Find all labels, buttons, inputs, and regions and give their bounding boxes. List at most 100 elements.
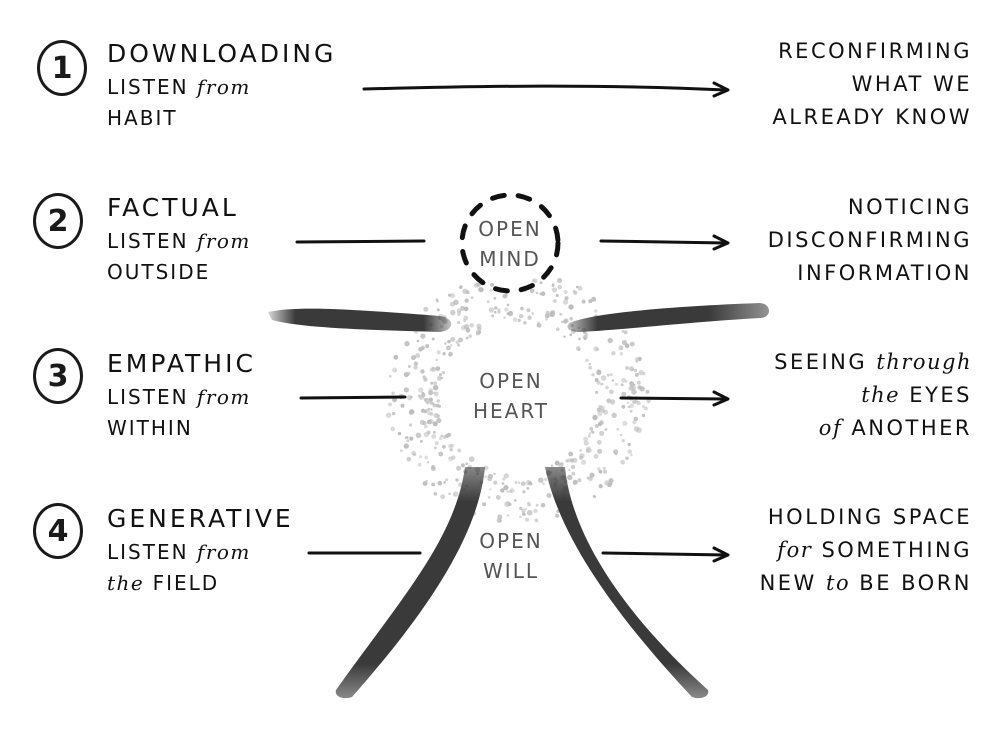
aura-dot: [443, 435, 447, 439]
aura-dot: [544, 313, 550, 319]
aura-dot: [423, 397, 427, 402]
aura-dot: [599, 430, 605, 436]
from-text: from: [196, 385, 251, 409]
aura-dot: [488, 307, 495, 313]
aura-dot: [456, 320, 461, 325]
outcome-line: RECONFIRMING: [778, 39, 972, 63]
level-title: FACTUAL: [107, 193, 239, 222]
aura-dot: [433, 391, 436, 395]
listen-line: LISTEN from: [107, 537, 294, 568]
field-text: FIELD: [152, 571, 220, 595]
aura-dot: [564, 296, 569, 301]
aura-dot: [435, 298, 439, 302]
aura-dot: [392, 367, 398, 373]
aura-dot: [572, 457, 578, 463]
aura-dot: [588, 476, 593, 482]
aura-dot: [572, 479, 578, 485]
aura-dot: [554, 460, 560, 466]
aura-dot: [577, 285, 583, 291]
label-line: HEART: [472, 399, 549, 423]
aura-dot: [587, 434, 591, 438]
aura-dot: [403, 443, 409, 449]
aura-dot: [631, 385, 636, 391]
listen-text: LISTEN: [107, 75, 189, 99]
aura-dot: [438, 451, 444, 457]
aura-dot: [555, 294, 559, 297]
aura-dot: [632, 420, 637, 425]
level-4-left: GENERATIVE LISTEN from the FIELD: [107, 501, 294, 599]
aura-dot: [431, 482, 436, 487]
aura-dot: [420, 333, 426, 339]
aura-dot: [593, 346, 599, 352]
caps-text: HOLDING SPACE: [767, 505, 972, 529]
aura-dot: [487, 476, 493, 482]
aura-dot: [609, 399, 616, 405]
aura-dot: [550, 464, 554, 467]
aura-dot: [423, 377, 428, 382]
aura-dot: [626, 401, 630, 405]
outcome-line: HOLDING SPACE: [760, 501, 972, 534]
from-text: from: [196, 75, 251, 99]
aura-dot: [406, 456, 412, 462]
aura-dot: [407, 365, 411, 368]
aura-dot: [542, 482, 545, 486]
level-number-2: 2: [33, 193, 83, 249]
level-2-outcome: NOTICING DISCONFIRMING INFORMATION: [768, 191, 972, 290]
aura-dot: [639, 386, 645, 392]
aura-dot: [432, 384, 439, 391]
aura-dot: [460, 325, 466, 331]
aura-dot: [583, 436, 589, 442]
aura-dot: [434, 441, 439, 445]
aura-dot: [489, 488, 492, 491]
aura-dot: [504, 501, 510, 508]
aura-dot: [433, 381, 438, 386]
aura-dot: [436, 350, 441, 355]
aura-dot: [437, 376, 442, 381]
ital-text: through: [876, 350, 972, 374]
listen-line: LISTEN from: [107, 382, 256, 413]
aura-dot: [562, 299, 569, 305]
aura-dot: [504, 307, 509, 312]
aura-dot: [422, 481, 428, 486]
aura-dot: [623, 330, 628, 335]
aura-dot: [442, 352, 446, 356]
label-line: MIND: [479, 247, 541, 271]
line-row-2-left: [295, 239, 426, 244]
outcome-line: the EYES: [774, 379, 972, 412]
aura-dot: [591, 296, 597, 302]
left-leg: [335, 467, 485, 699]
aura-dot: [563, 289, 568, 295]
aura-dot: [600, 375, 607, 381]
aura-dot: [403, 387, 409, 393]
aura-dot: [595, 390, 599, 394]
aura-dot: [415, 432, 422, 439]
aura-dot: [636, 400, 641, 406]
aura-dot: [558, 462, 564, 468]
aura-dot: [514, 499, 517, 502]
caps-text: BE BORN: [859, 571, 972, 595]
aura-dot: [563, 335, 566, 338]
aura-dot: [597, 448, 603, 454]
aura-dot: [449, 448, 453, 452]
aura-dot: [432, 421, 438, 427]
aura-dot: [611, 412, 617, 418]
caps-text: ANOTHER: [851, 416, 972, 440]
aura-dot: [425, 344, 430, 349]
outcome-line: DISCONFIRMING: [767, 228, 972, 252]
aura-dot: [598, 484, 603, 489]
outcome-line: for SOMETHING: [760, 534, 972, 567]
aura-dot: [512, 317, 518, 322]
aura-dot: [536, 323, 542, 328]
aura-dot: [424, 424, 428, 429]
aura-dot: [493, 480, 498, 485]
listen-line: LISTEN from: [107, 72, 336, 103]
heart-aura-dots: [385, 277, 651, 523]
listen-source: WITHIN: [107, 416, 193, 440]
aura-dot: [419, 419, 425, 425]
aura-dot: [606, 373, 610, 377]
aura-dot: [463, 315, 469, 321]
aura-dot: [468, 334, 473, 338]
aura-dot: [417, 387, 424, 393]
aura-dot: [634, 372, 639, 377]
